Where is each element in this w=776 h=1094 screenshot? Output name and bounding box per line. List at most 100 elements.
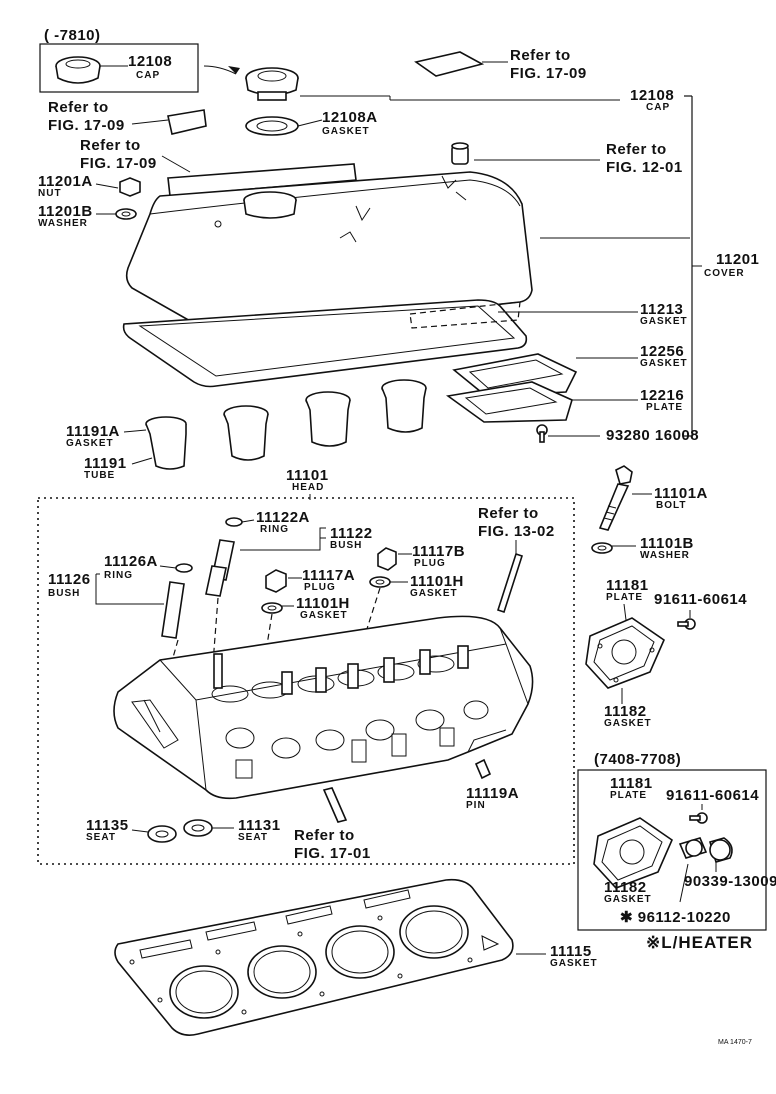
washer-11101b-name: WASHER	[640, 550, 690, 561]
plate-12216-name: PLATE	[646, 402, 683, 413]
head-dotted-frame	[37, 497, 575, 865]
gasket-12256-name: GASKET	[640, 358, 688, 369]
ref-left-b-line1: Refer to	[80, 137, 141, 154]
inset-arrow	[203, 65, 237, 75]
ring-11122a-name: RING	[260, 524, 289, 535]
bush-11122-name: BUSH	[330, 540, 362, 551]
plug-11117a-number: 11117A	[302, 567, 355, 584]
gasket-12108a-drawing	[245, 116, 299, 136]
bolt-11101a-number: 11101A	[654, 485, 708, 502]
breather-fitting	[451, 142, 469, 165]
bush-11126-number: 11126	[48, 571, 91, 588]
cap-inset-number: 12108	[128, 53, 172, 70]
gasket-11191a-number: 11191A	[66, 423, 120, 440]
plug-11117a-drawing	[265, 569, 287, 593]
tube-drawing	[145, 379, 427, 470]
head-name: HEAD	[292, 482, 324, 493]
pad-left	[167, 109, 207, 135]
ref-17-01-line2: FIG. 17-01	[294, 845, 371, 862]
ring-11126a-name: RING	[104, 570, 133, 581]
ref-left-a-line2: FIG. 17-09	[48, 117, 125, 134]
cap-inset-name: CAP	[136, 70, 160, 81]
gasket-11213-number: 11213	[640, 301, 683, 318]
gasket-11191a-name: GASKET	[66, 438, 114, 449]
tube-name: TUBE	[84, 470, 115, 481]
gasket-11101h-right-number: 11101H	[410, 573, 464, 590]
pin-number: 11119A	[466, 785, 519, 802]
bolt-91611-drawing	[677, 618, 696, 630]
bolt-93280-number: 93280 16008	[606, 427, 699, 444]
washer-11201b-name: WASHER	[38, 218, 88, 229]
seat-11135-drawing	[147, 825, 177, 843]
seat-11135-number: 11135	[86, 817, 129, 834]
heater-note: ※L/HEATER	[646, 933, 753, 952]
box-gasket-number: 11182	[604, 879, 647, 896]
plug-11117a-name: PLUG	[304, 582, 336, 593]
ref-right-12-line2: FIG. 12-01	[606, 159, 683, 176]
box-plate-drawing	[593, 817, 673, 889]
washer-11201b-number: 11201B	[38, 203, 93, 220]
gasket-12108a-name: GASKET	[322, 126, 370, 137]
washer-11201b-drawing	[115, 208, 137, 220]
box-plate-name: PLATE	[610, 790, 647, 801]
cylinder-head-drawing	[113, 615, 534, 800]
cap-name: CAP	[646, 102, 670, 113]
stud-17-01-drawing	[322, 787, 348, 823]
gasket-11101h-left-name: GASKET	[300, 610, 348, 621]
gasket-11101h-left-drawing	[261, 602, 283, 614]
gasket-11101h-left-number: 11101H	[296, 595, 350, 612]
box-plate-number: 11181	[610, 775, 653, 792]
plug-11117b-name: PLUG	[414, 558, 446, 569]
pin-drawing	[474, 758, 492, 780]
bolt-91611-number: 91611-60614	[654, 591, 747, 608]
plate-12216-number: 12216	[640, 387, 684, 404]
gasket-12256-number: 12256	[640, 343, 684, 360]
pad-top-right	[414, 51, 485, 77]
cap-drawing	[245, 67, 299, 101]
plate-12216-drawing	[445, 381, 573, 423]
box-heater-plug-drawing	[678, 837, 733, 863]
heater-variant-frame	[577, 769, 767, 931]
seat-11131-drawing	[183, 819, 213, 837]
cover-name: COVER	[704, 268, 745, 279]
water-plate-drawing	[585, 617, 665, 689]
cap-number: 12108	[630, 87, 674, 104]
nut-drawing	[119, 177, 141, 197]
ref-top-right-line2: FIG. 17-09	[510, 65, 587, 82]
bush-11122-number: 11122	[330, 525, 373, 542]
ring-11122a-number: 11122A	[256, 509, 310, 526]
bolt-11101a-name: BOLT	[656, 500, 686, 511]
box-plug-number: 90339-13009	[684, 873, 776, 890]
box-bolt-number: 91611-60614	[666, 787, 759, 804]
stud-drawing	[496, 552, 524, 614]
seat-11135-name: SEAT	[86, 832, 116, 843]
gasket-11182-number: 11182	[604, 703, 647, 720]
tube-number: 11191	[84, 455, 127, 472]
gasket-11182-name: GASKET	[604, 718, 652, 729]
seat-11131-number: 11131	[238, 817, 281, 834]
cap-inset-drawing	[55, 56, 101, 84]
head-bolt-drawing	[598, 465, 633, 531]
plug-11117b-drawing	[377, 547, 397, 571]
ring-11126a-number: 11126A	[104, 553, 158, 570]
head-number: 11101	[286, 467, 329, 484]
cover-gasket-drawing	[122, 299, 528, 388]
bush-11122-drawing	[205, 539, 235, 597]
plate-11181-number: 11181	[606, 577, 649, 594]
ring-11126a-drawing	[175, 563, 193, 573]
ref-top-right-line1: Refer to	[510, 47, 571, 64]
head-gasket-number: 11115	[550, 943, 592, 960]
pad-long	[167, 163, 357, 197]
nut-name: NUT	[38, 188, 62, 199]
bush-11126-drawing	[161, 581, 185, 639]
plate-11181-name: PLATE	[606, 592, 643, 603]
head-gasket-drawing	[114, 878, 514, 1036]
ref-17-01-line1: Refer to	[294, 827, 355, 844]
gasket-11101h-right-drawing	[369, 576, 391, 588]
gasket-12108a-number: 12108A	[322, 109, 378, 126]
ref-13-line1: Refer to	[478, 505, 539, 522]
gasket-11213-name: GASKET	[640, 316, 688, 327]
ring-11122a-drawing	[225, 517, 243, 527]
range-label-top: ( -7810)	[44, 27, 101, 44]
